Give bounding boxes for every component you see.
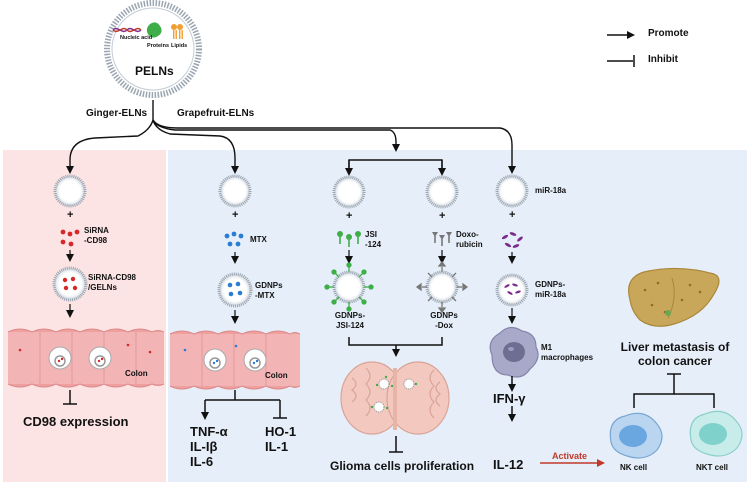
protein-icon: [146, 22, 162, 38]
sirna-icon: [60, 229, 80, 247]
plus-sign: +: [232, 209, 239, 221]
doxorubicin-label: Doxo- rubicin: [456, 230, 483, 249]
gdnps-mtx-label: GDNPs -MTX: [255, 281, 283, 300]
colon-label-1: Colon: [125, 369, 148, 378]
colon-tissue-2: [169, 330, 301, 390]
nkt-cell: [689, 410, 743, 457]
plus-sign: +: [509, 209, 516, 221]
sirna-cd98-gelns-label: SiRNA-CD98 /GELNs: [88, 273, 137, 292]
vesicle-col4: [495, 174, 529, 208]
vesicle-col3b: [425, 175, 459, 209]
legend-promote: Promote: [648, 28, 689, 39]
gdnps-jsi124-label: GDNPs- JSI-124: [334, 311, 366, 330]
vesicle-col3a: [332, 175, 366, 209]
lipids-label: Lipids: [171, 43, 188, 49]
mir-18a-label: miR-18a: [535, 186, 567, 195]
branch-lines: [66, 100, 516, 176]
ginger-elns-label: Ginger-ELNs: [86, 108, 148, 119]
gdnps-jsi124-vesicle: [324, 262, 374, 312]
nkt-cell-label: NKT cell: [696, 463, 729, 472]
sirna-cd98-label: SiRNA -CD98: [84, 226, 109, 245]
gdnps-mir18a-vesicle: [495, 273, 529, 307]
legend-inhibit: Inhibit: [648, 54, 678, 65]
nk-cell-label: NK cell: [620, 463, 648, 472]
mir-18a-icon: [501, 232, 523, 248]
glioma-proliferation-label: Glioma cells proliferation: [330, 459, 475, 473]
liver-illustration: [628, 267, 720, 327]
liver-inhibit-lines: [633, 373, 715, 408]
nucleic-acid-label: Nucleic acid: [120, 35, 153, 41]
gdnps-mir18a-label: GDNPs- miR-18a: [535, 280, 567, 299]
vesicle-col1: [53, 174, 87, 208]
tnf-il-cytokines-label: TNF-α IL-Iβ IL-6: [190, 424, 228, 469]
m1-macrophages-label: M1 macrophages: [541, 343, 594, 362]
sirna-gelns-vesicle: [52, 266, 88, 302]
grapefruit-elns-label: Grapefruit-ELNs: [177, 108, 255, 119]
activate-label: Activate: [552, 451, 588, 461]
jsi-124-label: JSI -124: [365, 230, 382, 249]
gdnps-dox-label: GDNPs -Dox: [430, 311, 458, 330]
vesicle-col2: [218, 174, 252, 208]
ifn-gamma-label: IFN-γ: [493, 391, 526, 406]
il-12-label: IL-12: [493, 457, 524, 472]
brain-illustration: [340, 361, 450, 435]
col3-merge-lines: [348, 337, 443, 357]
jsi-124-icon: [337, 231, 361, 247]
plus-sign: +: [67, 209, 74, 221]
nk-cell: [609, 412, 663, 459]
cd98-expression-label: CD98 expression: [23, 414, 129, 429]
mtx-icon: [224, 231, 244, 247]
col2-outcome-lines: [201, 390, 287, 420]
pelns-vesicle: [104, 0, 202, 98]
colon-tissue-1: [7, 328, 165, 388]
gdnps-mtx-vesicle: [217, 272, 253, 308]
plus-sign: +: [346, 210, 353, 222]
doxorubicin-icon: [432, 232, 452, 246]
liver-metastasis-label: Liver metastasis of colon cancer: [620, 340, 730, 368]
ginger-panel: [3, 150, 166, 482]
plus-sign: +: [439, 210, 446, 222]
pelns-title: PELNs: [135, 64, 174, 78]
m1-macrophage-cell: [489, 326, 539, 378]
colon-label-2: Colon: [265, 371, 288, 380]
lipid-icon: [171, 24, 183, 39]
proteins-label: Proteins: [147, 43, 170, 49]
mtx-label: MTX: [250, 235, 267, 244]
gdnps-dox-vesicle: [415, 260, 469, 314]
ho1-il1-label: HO-1 IL-1: [265, 424, 297, 454]
